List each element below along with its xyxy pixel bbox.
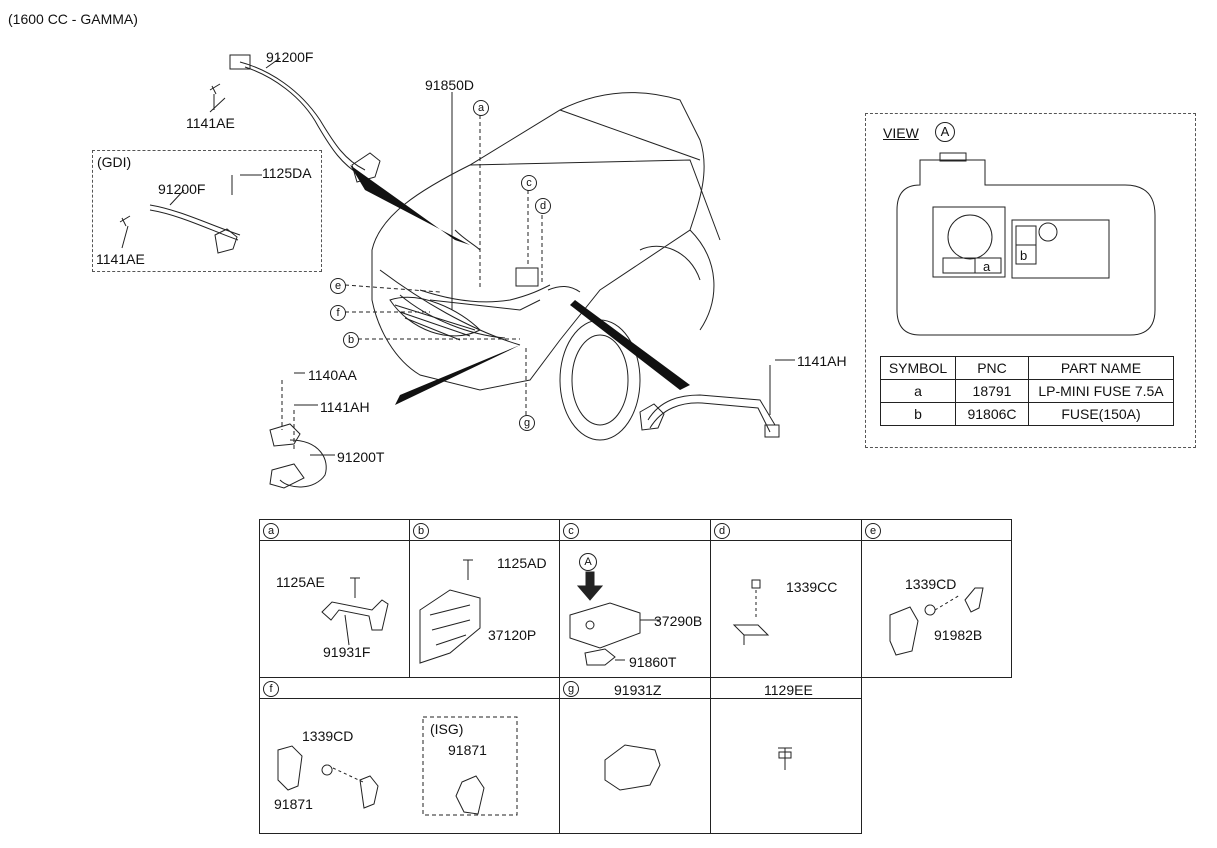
fuse-label-b: b — [1020, 248, 1028, 263]
gdi-variant-box — [92, 150, 322, 272]
fuse-legend-table: SYMBOL PNC PART NAME a 18791 LP-MINI FUS… — [880, 356, 1174, 426]
part-label-1339CC: 1339CC — [786, 579, 838, 595]
part-label-91200T: 91200T — [337, 449, 385, 465]
part-label-91982B: 91982B — [934, 627, 983, 643]
part-label-1125DA: 1125DA — [262, 165, 312, 181]
part-label-1141AE: 1141AE — [186, 115, 235, 131]
grid-letter-c: c — [563, 523, 579, 539]
callout-c: c — [521, 175, 537, 191]
part-label-1125AD: 1125AD — [497, 555, 547, 571]
part-label-1141AH-right: 1141AH — [797, 353, 847, 369]
part-label-1339CD-f: 1339CD — [302, 728, 354, 744]
grid-letter-d: d — [714, 523, 730, 539]
grid-letter-f: f — [263, 681, 279, 697]
callout-b: b — [343, 332, 359, 348]
grid-header-label-91931Z: 91931Z — [614, 682, 662, 698]
part-label-1141AH-left: 1141AH — [320, 399, 370, 415]
grid-cell-h — [710, 698, 862, 834]
part-label-91871: 91871 — [274, 796, 313, 812]
part-label-91860T: 91860T — [629, 654, 677, 670]
grid-letter-e: e — [865, 523, 881, 539]
callout-g: g — [519, 415, 535, 431]
fuse-label-a: a — [983, 259, 991, 274]
table-row: a 18791 LP-MINI FUSE 7.5A — [880, 379, 1174, 403]
table-header-row: SYMBOL PNC PART NAME — [880, 356, 1174, 380]
view-a-panel — [865, 113, 1196, 448]
table-header-pnc: PNC — [955, 356, 1029, 380]
part-label-37120P: 37120P — [488, 627, 537, 643]
callout-f: f — [330, 305, 346, 321]
table-row: b 91806C FUSE(150A) — [880, 402, 1174, 426]
part-label-37290B: 37290B — [654, 613, 703, 629]
callout-d: d — [535, 198, 551, 214]
part-label-1140AA: 1140AA — [308, 367, 357, 383]
table-cell-symbol: b — [880, 402, 956, 426]
part-label-1125AE: 1125AE — [276, 574, 325, 590]
part-label-91931F: 91931F — [323, 644, 371, 660]
part-label-91200F: 91200F — [266, 49, 314, 65]
grid-letter-g: g — [563, 681, 579, 697]
callout-e: e — [330, 278, 346, 294]
part-label-1141AE-gdi: 1141AE — [96, 251, 145, 267]
table-cell-part-name: FUSE(150A) — [1028, 402, 1174, 426]
table-cell-part-name: LP-MINI FUSE 7.5A — [1028, 379, 1174, 403]
part-label-91850D: 91850D — [425, 77, 475, 93]
page-title: (1600 CC - GAMMA) — [8, 11, 138, 27]
part-label-91871-isg: 91871 — [448, 742, 487, 758]
grid-letter-a: a — [263, 523, 279, 539]
grid-header-label-1129EE: 1129EE — [764, 682, 813, 698]
part-label-91200F-gdi: 91200F — [158, 181, 206, 197]
grid-letter-b: b — [413, 523, 429, 539]
view-title: VIEW — [883, 125, 919, 141]
part-label-1339CD-e: 1339CD — [905, 576, 957, 592]
view-marker-a: A — [935, 122, 955, 142]
detail-marker-a: A — [579, 553, 597, 571]
gdi-label: (GDI) — [97, 154, 132, 170]
grid-cell-e — [861, 540, 1012, 678]
isg-label: (ISG) — [430, 721, 464, 737]
callout-a: a — [473, 100, 489, 116]
